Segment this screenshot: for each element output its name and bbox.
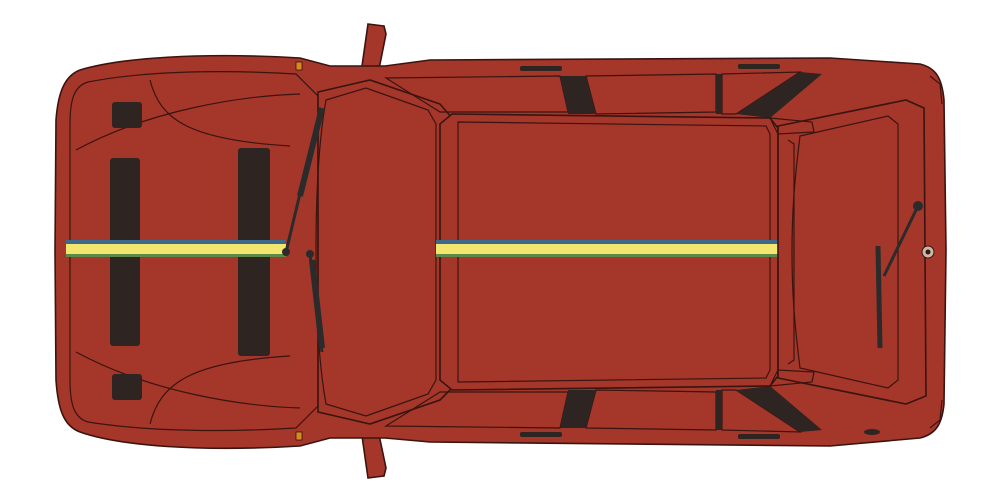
door-handle-front-top (520, 66, 562, 71)
b-pillar-bottom (560, 390, 596, 428)
rear-reflector (864, 429, 880, 435)
hood-crease-lower (75, 351, 301, 409)
tail-light-top (929, 75, 943, 105)
door-handle-rear-top (738, 64, 780, 69)
rear-spoiler-bottom (768, 369, 815, 387)
roof-edge (457, 121, 771, 383)
hood-center-seam-bottom (149, 355, 291, 425)
d-pillar-bottom (736, 386, 822, 432)
indicator-right (295, 431, 303, 441)
rear-spoiler-top (768, 117, 815, 135)
racing-stripe (66, 240, 798, 257)
rear-wiper-icon (875, 201, 923, 349)
hood-center-seam-top (149, 79, 291, 147)
badge-icon (921, 245, 935, 259)
rear-window-inner (787, 139, 795, 365)
windshield-frame (317, 79, 453, 425)
b-pillar-top (560, 76, 596, 114)
indicator-left (295, 61, 303, 71)
rear-window-glass (791, 115, 899, 389)
c-pillar-top (716, 74, 722, 114)
d-pillar-top (736, 72, 822, 118)
door-handle-rear-bottom (738, 434, 780, 439)
rear-hatch (777, 99, 927, 405)
hood-crease-upper (75, 93, 301, 151)
hood-vent-small-top (112, 102, 142, 128)
tail-light-bottom (929, 399, 943, 429)
c-pillar-bottom (716, 390, 722, 430)
hood-panel (69, 71, 319, 432)
hood-vent-small-bottom (112, 374, 142, 400)
door-handle-front-bottom (520, 432, 562, 437)
wiper-icon (282, 107, 325, 353)
